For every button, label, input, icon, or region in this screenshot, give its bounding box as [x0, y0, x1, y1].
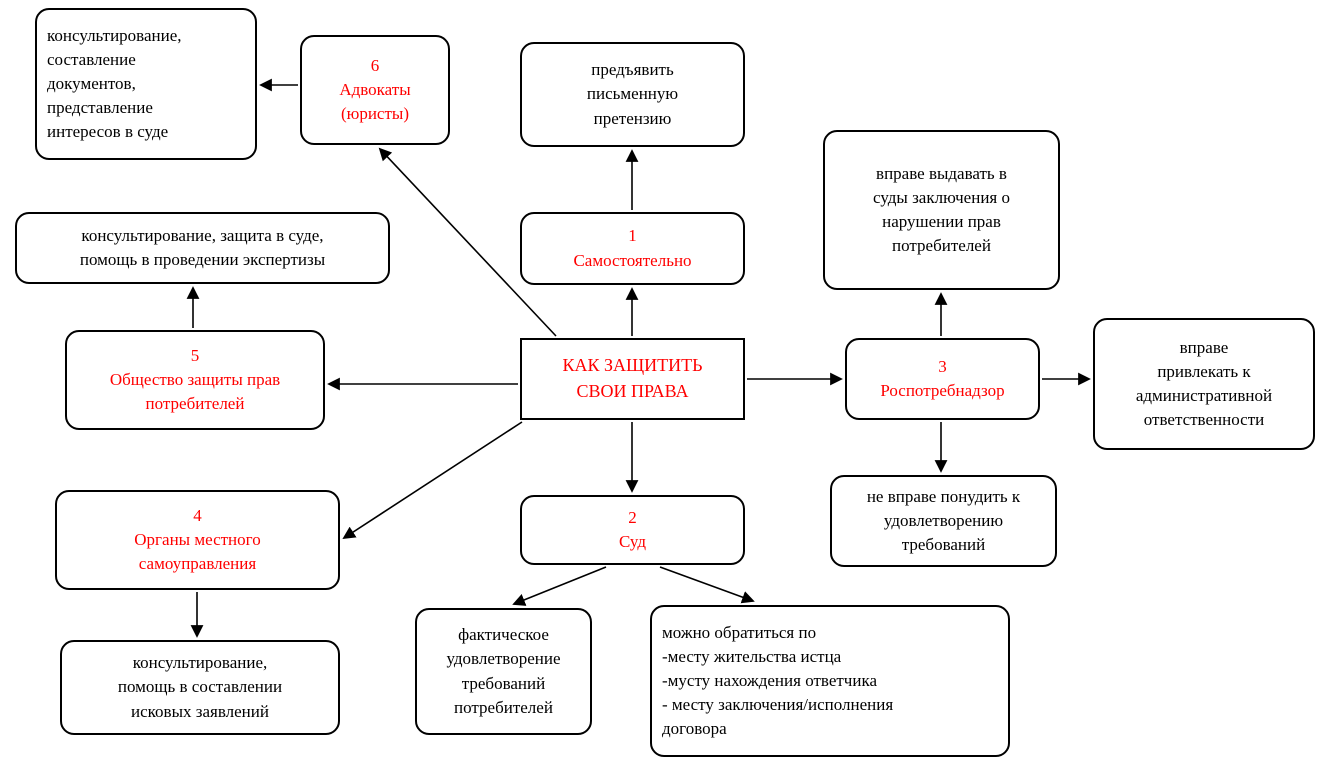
- detail-local-services: консультирование, помощь в составлении и…: [60, 640, 340, 735]
- node-label: Роспотребнадзор: [880, 381, 1005, 400]
- node-label: Самостоятельно: [573, 250, 692, 270]
- node-consumer-society: 5 Общество защиты прав потребителей: [65, 330, 325, 430]
- node-number: 6: [370, 55, 380, 75]
- arrow-court-to-outcome: [512, 566, 607, 606]
- node-court: 2 Суд: [520, 495, 745, 565]
- detail-rospotrebnadzor-limit: не вправе понудить к удовлетворению треб…: [830, 475, 1057, 567]
- detail-court-venues: можно обратиться по -месту жительства ис…: [650, 605, 1010, 757]
- node-label: Общество защиты прав потребителей: [109, 369, 281, 414]
- node-lawyers: 6 Адвокаты (юристы): [300, 35, 450, 145]
- node-number: 5: [190, 345, 200, 365]
- detail-rospotrebnadzor-admin-liability: вправе привлекать к административной отв…: [1093, 318, 1315, 450]
- center-title: КАК ЗАЩИТИТЬ СВОИ ПРАВА: [562, 355, 703, 401]
- node-number: 2: [628, 507, 637, 527]
- detail-text: консультирование, помощь в составлении и…: [117, 653, 283, 721]
- arrow-center-to-local: [342, 421, 523, 540]
- detail-text: не вправе понудить к удовлетворению треб…: [866, 486, 1021, 555]
- detail-text: консультирование, защита в суде, помощь …: [79, 225, 326, 269]
- detail-text: консультирование, составление документов…: [47, 25, 182, 142]
- detail-text: предъявить письменную претензию: [586, 60, 679, 128]
- node-rospotrebnadzor: 3 Роспотребнадзор: [845, 338, 1040, 420]
- node-number: 4: [193, 505, 202, 525]
- node-self: 1 Самостоятельно: [520, 212, 745, 285]
- detail-society-services: консультирование, защита в суде, помощь …: [15, 212, 390, 284]
- node-local-government: 4 Органы местного самоуправления: [55, 490, 340, 590]
- node-number: 3: [938, 356, 947, 376]
- detail-rospotrebnadzor-conclusions: вправе выдавать в суды заключения о нару…: [823, 130, 1060, 290]
- node-label: Суд: [619, 532, 646, 551]
- detail-court-outcome: фактическое удовлетворение требований по…: [415, 608, 592, 735]
- detail-text: можно обратиться по -месту жительства ис…: [662, 622, 894, 739]
- node-number: 1: [628, 226, 637, 246]
- detail-text: вправе привлекать к административной отв…: [1135, 337, 1273, 430]
- node-center-how-to-protect: КАК ЗАЩИТИТЬ СВОИ ПРАВА: [520, 338, 745, 420]
- detail-written-claim: предъявить письменную претензию: [520, 42, 745, 147]
- node-label: Адвокаты (юристы): [339, 79, 411, 124]
- detail-text: фактическое удовлетворение требований по…: [446, 625, 561, 717]
- detail-lawyers-services: консультирование, составление документов…: [35, 8, 257, 160]
- node-label: Органы местного самоуправления: [134, 529, 261, 574]
- arrow-court-to-venues: [659, 566, 755, 604]
- detail-text: вправе выдавать в суды заключения о нару…: [873, 163, 1010, 256]
